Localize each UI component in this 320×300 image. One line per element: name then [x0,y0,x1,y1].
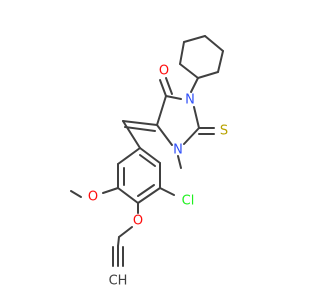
bond-omethoxy-methyl [70,190,82,198]
bond-aryl-cl [159,187,175,196]
bond-n3-cyclohexyl [190,77,199,93]
cyclohexyl-ring [179,35,224,79]
atom-label-sulfur: S [220,124,228,139]
atom-label-nitrogen: N [185,93,195,108]
bond [197,71,219,79]
bond [117,187,139,204]
atom-label-oxygen: O [133,214,143,229]
bond [179,63,199,79]
bond [139,147,161,164]
bond [204,35,224,52]
bond-n1-c5 [156,124,173,146]
bond [179,41,185,65]
atom-label-oxygen: O [159,64,169,79]
atom-label-nitrogen: N [173,143,183,158]
bond-carbonyl [159,79,167,97]
bond-n-methyl [177,155,182,169]
bond [137,187,161,204]
bond-aromatic-inner [137,184,155,197]
bond-c2-n1 [183,127,200,145]
atom-label-chlorine: Cl [182,194,195,209]
bond-aromatic-inner [139,154,156,167]
bond-n3-c2 [193,106,200,129]
bond-exocyclic-double [124,126,156,132]
molecule-structure: O N N S Cl O O CH [70,35,228,289]
bond-exocyclic [122,120,158,126]
imidazolidine-ring [156,95,200,146]
bond-ch-aryl [122,120,141,149]
bond-c4-n3 [165,95,182,100]
bond-carbonyl-double [165,77,173,95]
benzene-ring [117,147,161,204]
bond-ch2-csp [117,236,120,247]
bond-opropargyl-ch2 [118,226,133,238]
bond-aryl-omethoxy [102,187,119,194]
bond [117,147,141,165]
atom-label-ch: CH [109,274,128,289]
bond [183,35,206,43]
bond-c5-c4 [156,95,167,126]
atom-label-oxygen: O [88,190,98,205]
bond [217,50,224,73]
